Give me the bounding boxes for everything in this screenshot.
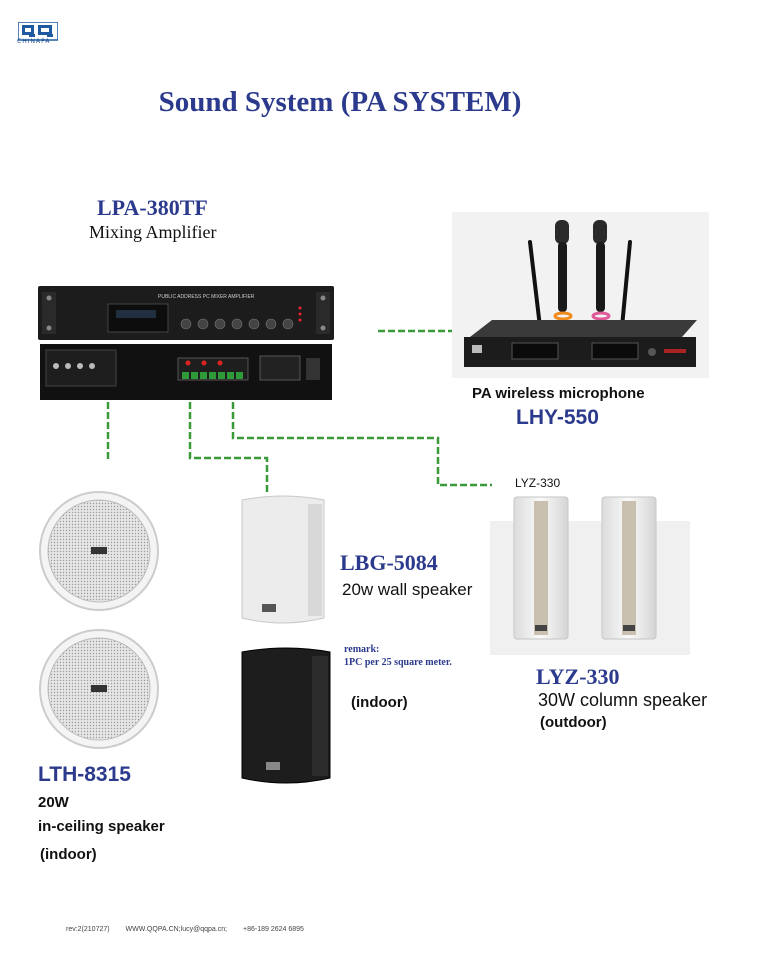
wireless-microphone-image (452, 212, 709, 378)
wall-speaker-white-image (241, 495, 325, 624)
mixing-amplifier-image: PUBLIC ADDRESS PC MIXER AMPLIFIER (38, 286, 334, 400)
ceiling-speaker-location: (indoor) (40, 846, 97, 863)
amplifier-description: Mixing Amplifier (89, 222, 217, 242)
wall-speaker-location: (indoor) (351, 694, 408, 711)
brand-logo-icon (18, 22, 58, 41)
footer-phone: +86-189 2624 6895 (243, 926, 304, 933)
column-speaker-description: 30W column speaker (538, 690, 708, 710)
microphone-caption: PA wireless microphone (472, 385, 645, 402)
ceiling-speaker-description: in-ceiling speaker (38, 818, 165, 835)
footer-contact: WWW.QQPA.CN;lucy@qqpa.cn; (125, 926, 228, 933)
microphone-model: LHY-550 (516, 406, 599, 429)
footer-revision: rev:2(210727) (66, 926, 110, 933)
ceiling-speaker-image (39, 491, 159, 611)
page-title: Sound System (PA SYSTEM) (158, 86, 522, 118)
wall-speaker-model: LBG-5084 (340, 550, 438, 575)
cable-amp-to-column (231, 402, 492, 487)
ceiling-speaker-model: LTH-8315 (38, 763, 131, 786)
column-speaker-location: (outdoor) (540, 714, 607, 731)
ceiling-speaker-image (39, 629, 159, 749)
cable-amp-to-wall (188, 402, 269, 492)
ceiling-speaker-power: 20W (38, 794, 69, 811)
amplifier-model: LPA-380TF (97, 195, 208, 220)
column-speaker-top-label: LYZ-330 (515, 476, 561, 490)
amplifier-panel-text: PUBLIC ADDRESS PC MIXER AMPLIFIER (158, 294, 255, 300)
remark-label: remark: (344, 644, 380, 655)
remark-text: 1PC per 25 square meter. (344, 657, 452, 668)
footer: rev:2(210727) WWW.QQPA.CN;lucy@qqpa.cn; … (66, 926, 318, 933)
logo-text: CHINAPA (17, 38, 51, 45)
column-speaker-model: LYZ-330 (536, 664, 620, 689)
column-speaker-image (490, 496, 690, 655)
wall-speaker-black-image (241, 647, 331, 784)
wall-speaker-description: 20w wall speaker (342, 580, 473, 599)
